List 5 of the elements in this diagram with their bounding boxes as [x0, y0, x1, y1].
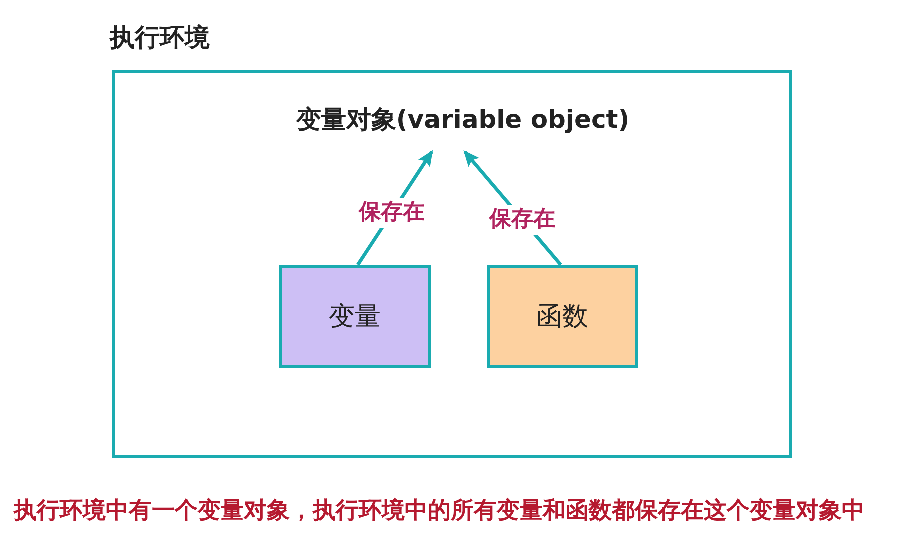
object-title: 变量对象(variable object) — [263, 100, 663, 152]
section-heading: 执行环境 — [110, 22, 210, 54]
caption-text: 执行环境中有一个变量对象，执行环境中的所有变量和函数都保存在这个变量对象中 — [14, 496, 865, 526]
process-box: 函数 — [487, 265, 638, 368]
process-box: 变量 — [279, 265, 431, 368]
